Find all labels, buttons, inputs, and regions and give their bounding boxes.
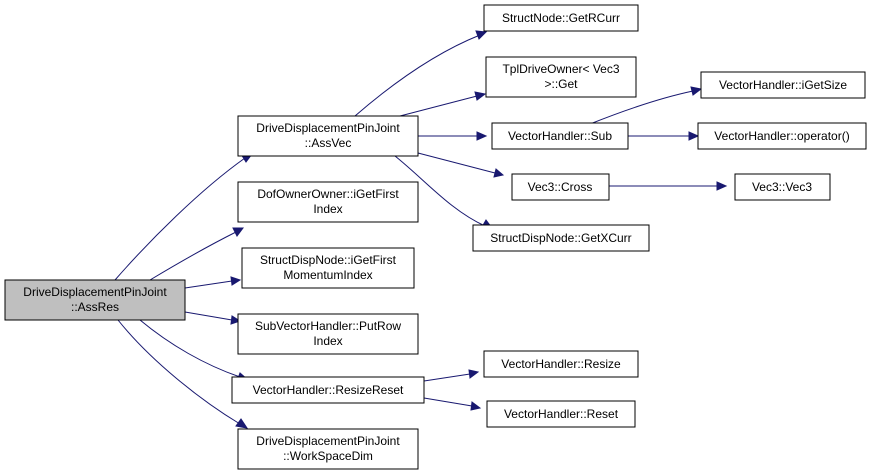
node-structdispnode-getxcurr[interactable]: StructDispNode::GetXCurr [472,224,650,252]
node-wsd-line-2: ::WorkSpaceDim [283,449,373,463]
arrowhead [690,86,703,96]
node-dofowner-igetfirstindex[interactable]: DofOwnerOwner::iGetFirst Index [237,181,419,223]
node-vectorhandler-resize[interactable]: VectorHandler::Resize [483,350,639,378]
arrowhead [230,315,242,325]
node-workspacedim[interactable]: DriveDisplacementPinJoint ::WorkSpaceDim [237,428,419,470]
node-vectorhandler-reset[interactable]: VectorHandler::Reset [486,400,636,428]
arrowhead [232,227,244,237]
node-tpldriveowner-get[interactable]: TplDriveOwner< Vec3 >::Get [485,56,637,98]
node-structdispnode-igetfirstmomentumindex[interactable]: StructDispNode::iGetFirst MomentumIndex [241,247,415,289]
node-vectorhandler-sub[interactable]: VectorHandler::Sub [491,122,629,150]
node-vec3-cross[interactable]: Vec3::Cross [511,173,610,201]
nodes-layer: DriveDisplacementPinJoint ::AssRes Drive… [4,4,867,470]
node-rr-line-1: VectorHandler::ResizeReset [253,383,404,397]
node-op-line-1: VectorHandler::operator() [714,129,849,143]
edge-resizereset-to-reset [423,397,473,407]
arrowhead [688,131,700,141]
node-sub-line-1: VectorHandler::Sub [508,129,612,143]
arrowhead [230,276,242,286]
arrowhead [493,168,505,178]
edge-assvec-to-getrcurr [354,34,481,117]
node-vec3-vec3[interactable]: Vec3::Vec3 [734,173,831,201]
arrowhead [470,401,482,411]
edge-assres-to-sdn [184,280,233,289]
node-igs-line-1: VectorHandler::iGetSize [719,78,847,92]
arrowhead [235,418,249,429]
node-subvectorhandler-putrowindex[interactable]: SubVectorHandler::PutRow Index [237,313,419,355]
edge-assvec-to-getxcurr [394,155,486,227]
node-structnode-getrcurr[interactable]: StructNode::GetRCurr [483,4,639,32]
node-grc-line-1: StructNode::GetRCurr [502,11,620,25]
edge-assres-to-dof [149,231,237,281]
node-dof-line-2: Index [313,202,342,216]
node-assres-line-2: ::AssRes [71,300,119,314]
node-svh-line-1: SubVectorHandler::PutRow [255,319,401,333]
node-vectorhandler-operator[interactable]: VectorHandler::operator() [697,122,867,150]
node-wsd-line-1: DriveDisplacementPinJoint [256,434,400,448]
node-sdn-line-1: StructDispNode::iGetFirst [260,253,397,267]
node-dof-line-1: DofOwnerOwner::iGetFirst [257,187,399,201]
edge-assres-to-svh [184,311,233,321]
node-svh-line-2: Index [313,334,342,348]
node-reset-line-1: VectorHandler::Reset [504,407,619,421]
edge-assres-to-assvec [114,157,246,281]
arrowhead [474,91,487,101]
node-v3-line-1: Vec3::Vec3 [752,180,812,194]
node-resize-line-1: VectorHandler::Resize [501,357,621,371]
node-gxc-line-1: StructDispNode::GetXCurr [490,231,631,245]
node-cross-line-1: Vec3::Cross [528,180,593,194]
arrowhead [468,369,480,379]
node-assvec-line-1: DriveDisplacementPinJoint [256,121,400,135]
arrowhead [475,30,488,40]
edge-assvec-to-tpldriveowner [399,95,478,117]
edge-assvec-to-cross [417,152,496,174]
edge-assres-to-workspacedim [117,319,241,425]
arrowhead [476,131,488,141]
edge-resizereset-to-resize [423,373,471,382]
node-vectorhandler-resizereset[interactable]: VectorHandler::ResizeReset [231,376,425,404]
edge-assres-to-resizereset [139,319,241,378]
node-sdn-line-2: MomentumIndex [283,268,372,282]
node-tdo-line-1: TplDriveOwner< Vec3 [502,62,619,76]
node-assres-line-1: DriveDisplacementPinJoint [23,285,167,299]
node-vectorhandler-igetsize[interactable]: VectorHandler::iGetSize [700,71,866,99]
node-assvec-line-2: ::AssVec [305,136,352,150]
node-tdo-line-2: >::Get [544,77,578,91]
node-assres[interactable]: DriveDisplacementPinJoint ::AssRes [4,279,186,321]
arrowhead [716,181,728,191]
node-assvec[interactable]: DriveDisplacementPinJoint ::AssVec [237,115,419,157]
edge-sub-to-igetsize [589,90,694,125]
